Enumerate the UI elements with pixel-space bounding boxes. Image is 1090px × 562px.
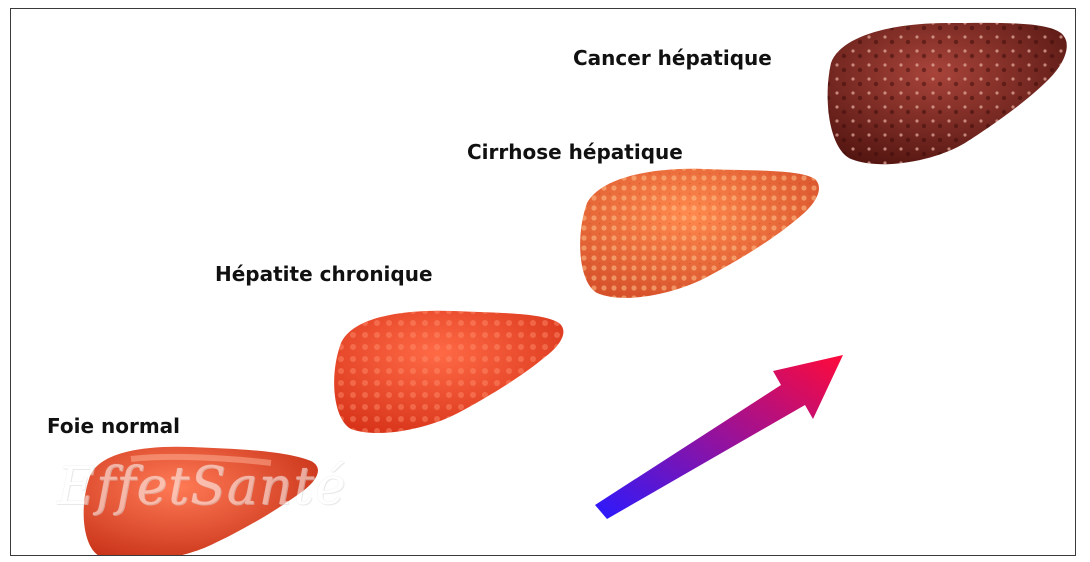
liver-cancer-image bbox=[817, 19, 1073, 171]
diagram-frame: Foie normal Hépatite chronique Cirrhose … bbox=[10, 8, 1076, 556]
cirrhosis-liver-image bbox=[569, 163, 829, 308]
watermark-logo: EffetSanté bbox=[57, 457, 347, 517]
chronic-hepatitis-liver-image bbox=[323, 305, 573, 445]
label-chronic-hepatitis: Hépatite chronique bbox=[215, 262, 433, 286]
progression-arrow bbox=[591, 349, 861, 519]
label-liver-cancer: Cancer hépatique bbox=[573, 46, 772, 70]
label-cirrhosis: Cirrhose hépatique bbox=[467, 140, 683, 164]
label-normal-liver: Foie normal bbox=[47, 414, 180, 438]
